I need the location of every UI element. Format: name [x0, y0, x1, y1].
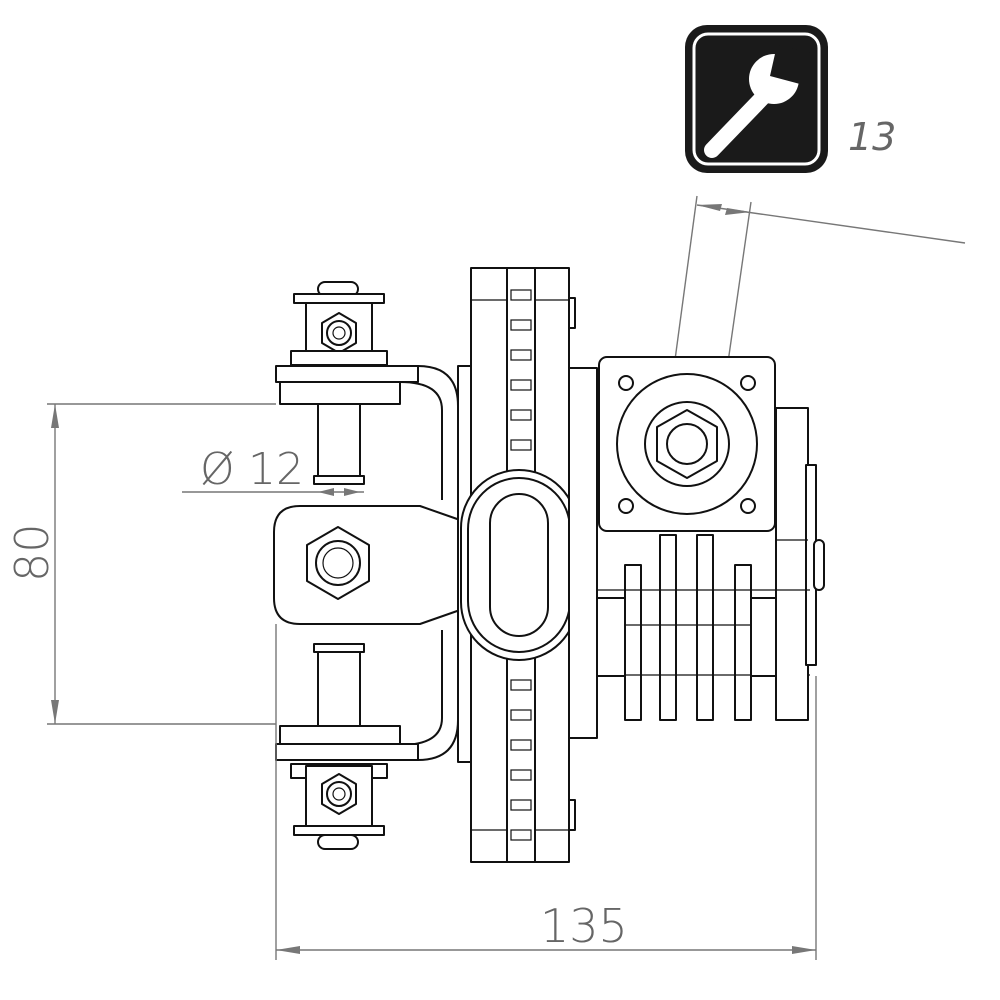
width-dimension — [275, 624, 817, 960]
diameter-symbol: Ø — [200, 444, 235, 495]
height-label: 80 — [5, 523, 59, 582]
width-label: 135 — [540, 899, 628, 953]
diameter-dimension — [182, 488, 364, 496]
diameter-label: 12 — [248, 444, 304, 495]
tool-size-label: 13 — [848, 115, 896, 159]
left-bracket — [273, 281, 461, 850]
gearbox — [568, 356, 825, 739]
height-dimension — [47, 403, 276, 725]
sprocket-assembly — [457, 267, 578, 863]
wrench-icon — [685, 25, 828, 173]
